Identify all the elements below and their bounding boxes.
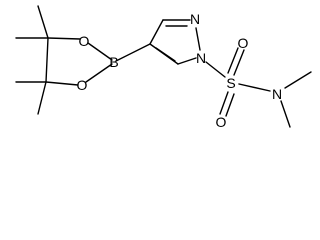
bond-methyl-bottom-down [37, 81, 47, 115]
bond-c-o-bottom [45, 81, 79, 86]
bond-n-methyl-up [284, 71, 312, 89]
chemical-structure: B O O N N S O O N [15, 5, 312, 130]
bond-s-n-amine [238, 83, 271, 92]
bond-s-o-top-a [227, 47, 239, 74]
bond-c5-n1 [177, 57, 197, 65]
bond-n-methyl-down [280, 100, 291, 128]
bond-c-c-ring [45, 37, 49, 83]
atom-label-nitrogen-amine: N [272, 86, 282, 102]
atom-label-oxygen-sulfonyl-bottom: O [216, 114, 227, 130]
atom-label-boron: B [109, 54, 118, 70]
bonds [15, 5, 312, 128]
bond-o-bottom-b [85, 63, 113, 83]
bond-s-o-bottom-b [225, 93, 235, 117]
bond-b-c4 [115, 43, 151, 62]
atom-label-oxygen-ring-bottom: O [77, 77, 88, 93]
bond-s-o-top-b [233, 49, 245, 76]
bond-o-top-c [47, 37, 81, 40]
atom-label-oxygen-sulfonyl-top: O [238, 35, 249, 51]
bond-c3-c4 [149, 19, 164, 45]
atom-label-nitrogen-pyrazole-top: N [190, 11, 200, 27]
bond-c4-c5-inner [155, 47, 176, 62]
atom-label-sulfur: S [226, 75, 235, 91]
bond-n1-s [205, 61, 226, 78]
atom-label-oxygen-ring-top: O [79, 33, 90, 49]
atom-labels: B O O N N S O O N [77, 11, 283, 130]
bond-b-o-top [87, 42, 113, 61]
bond-n1-n2 [195, 27, 201, 51]
bond-methyl-top-up [37, 5, 49, 39]
atom-label-nitrogen-pyrazole-sulfonyl: N [196, 50, 206, 66]
bond-s-o-bottom-a [219, 91, 229, 115]
